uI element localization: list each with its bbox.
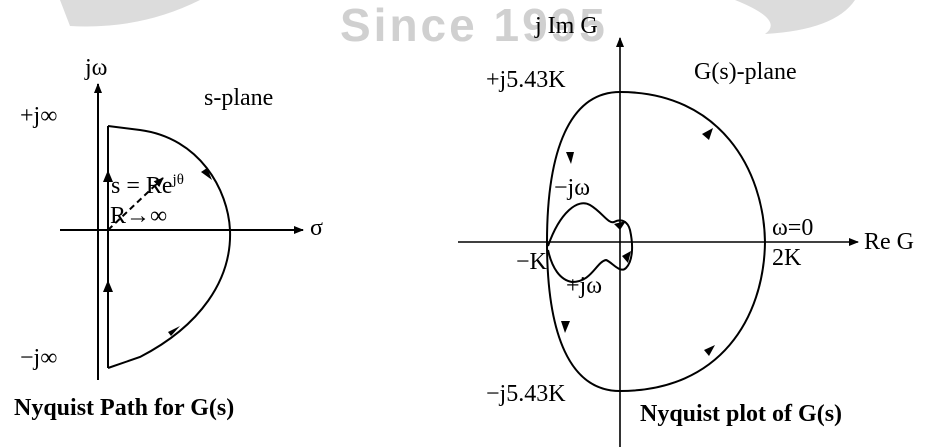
sigma-axis-label: σ	[310, 215, 323, 241]
g-plane-label: G(s)-plane	[694, 59, 797, 85]
plus-j-infinity-label: +j∞	[20, 103, 58, 129]
jw-axis-label: jω	[85, 55, 108, 81]
right-caption: Nyquist plot of G(s)	[640, 401, 843, 427]
top-intercept-label: +j5.43K	[486, 67, 566, 93]
watermark-leaf-left	[60, 0, 210, 28]
arrow-arc-bottom	[168, 326, 180, 336]
omega-zero-label: ω=0	[772, 215, 814, 241]
im-g-axis-label: j Im G	[535, 13, 598, 39]
watermark-text: Since 1995	[340, 0, 608, 51]
arrow-inner-upper	[614, 221, 626, 230]
contour-arc	[107, 125, 232, 369]
arrow-arc-right	[201, 168, 212, 180]
left-caption: Nyquist Path for G(s)	[14, 395, 235, 421]
bottom-intercept-label: −j5.43K	[486, 381, 566, 407]
arrow-inner-lower	[622, 251, 631, 263]
minus-j-infinity-label: −j∞	[20, 345, 58, 371]
re-g-axis-label: Re G	[864, 229, 914, 255]
r-to-infinity-label: R→∞	[110, 203, 168, 229]
arrow-outer-upper-right	[702, 128, 713, 140]
watermark-leaf-right	[725, 0, 865, 36]
inner-loop	[547, 202, 634, 284]
s-equals-re-sup: jθ	[172, 172, 184, 188]
arrow-outer-lower-left	[561, 321, 570, 333]
outer-contour	[545, 90, 767, 393]
minus-jw-label: −jω	[554, 175, 590, 201]
arrow-outer-upper-left	[566, 152, 574, 164]
s-equals-re-label: s = Rejθ	[111, 172, 184, 199]
s-plane-label: s-plane	[204, 85, 274, 111]
arrow-outer-lower-right	[704, 345, 715, 356]
two-k-label: 2K	[772, 245, 802, 271]
minus-k-label: −K	[516, 249, 547, 275]
s-equals-re-base: s = Re	[111, 173, 173, 199]
arrow-up-lower	[103, 280, 113, 292]
plus-jw-label: +jω	[566, 273, 602, 299]
radius-dashed	[107, 177, 164, 231]
arrow-up-upper	[103, 170, 113, 182]
